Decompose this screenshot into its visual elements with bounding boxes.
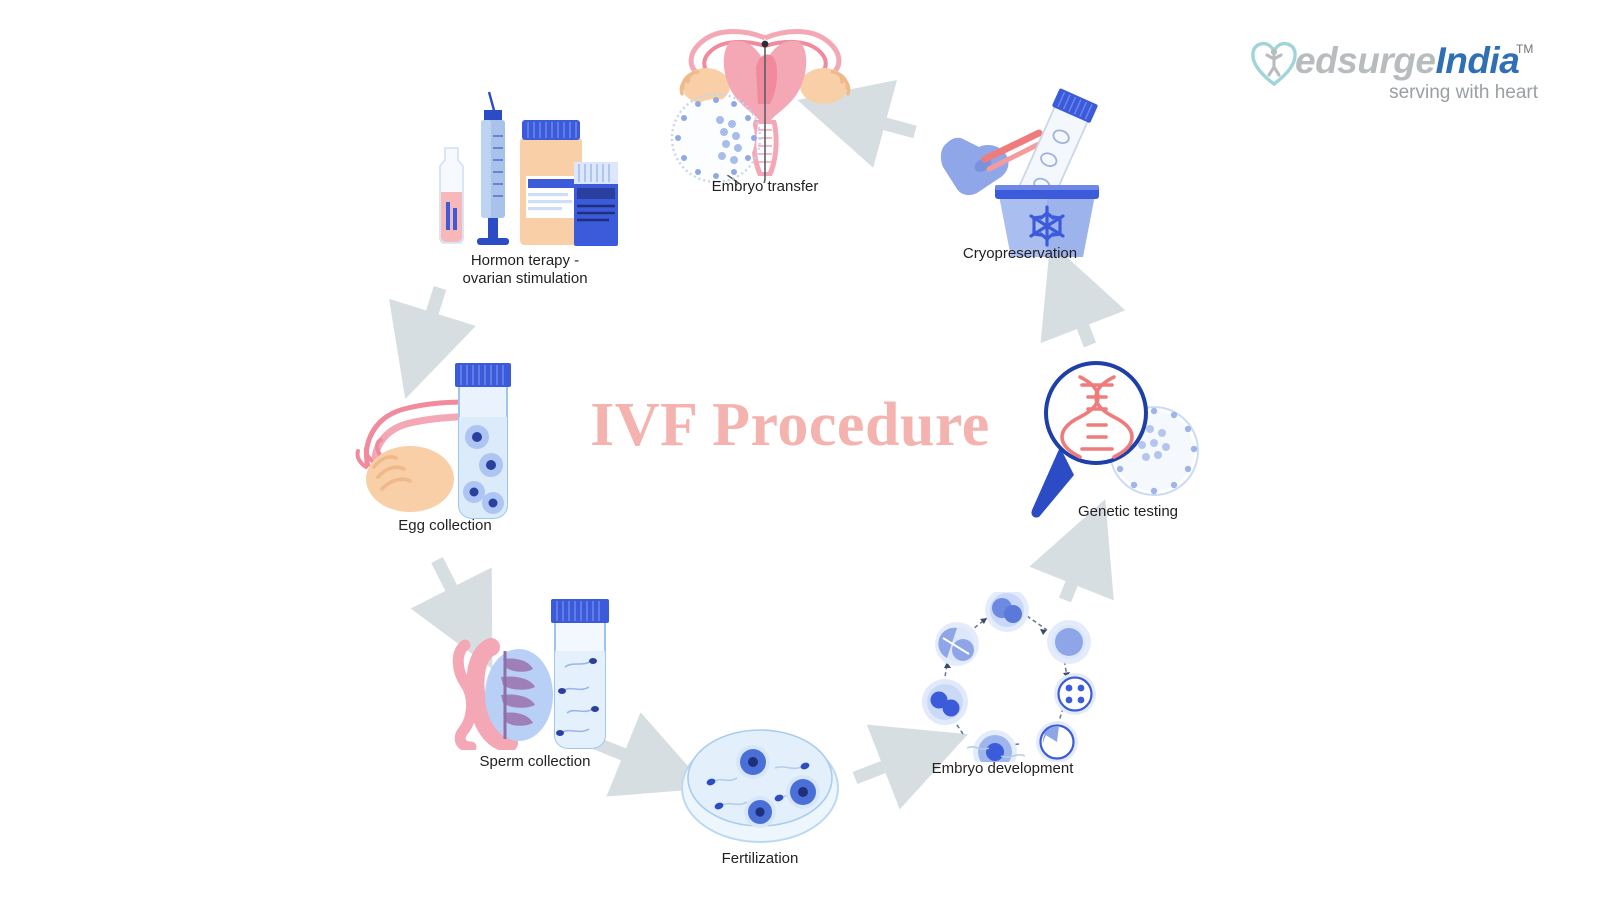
stage-embryo-transfer[interactable]: Embryo transfer <box>650 8 880 208</box>
label-egg-collection: Egg collection <box>398 517 492 534</box>
arrow-egg-to-sperm <box>410 557 493 670</box>
logo-text-edsurge: edsurge <box>1295 40 1436 81</box>
logo-text-india: India <box>1435 40 1520 81</box>
stage-embryo-development[interactable]: Embryo development <box>895 592 1110 792</box>
label-embryo-transfer: Embryo transfer <box>711 178 819 195</box>
ovary-tube-icon <box>355 363 511 519</box>
arrow-embryo-to-genetic <box>1029 499 1114 603</box>
label-fertilization: Fertilization <box>721 850 799 867</box>
cell-division-icon <box>922 592 1096 762</box>
label-sperm-collection: Sperm collection <box>479 753 591 770</box>
testis-tube-icon <box>452 599 609 750</box>
stage-cryopreservation[interactable]: Cryopreservation <box>905 85 1135 280</box>
uterus-catheter-icon <box>670 29 851 183</box>
syringe-medication-icon <box>439 91 618 246</box>
cryo-tank-icon <box>940 88 1099 257</box>
brand-logo: edsurgeIndia TM serving with heart <box>1248 34 1548 124</box>
stage-sperm-collection[interactable]: Sperm collection <box>425 595 645 785</box>
stage-egg-collection[interactable]: Egg collection <box>330 355 560 550</box>
label-cryopreservation: Cryopreservation <box>962 245 1078 262</box>
arrow-hormone-to-egg <box>388 286 476 400</box>
stage-fertilization[interactable]: Fertilization <box>650 720 870 885</box>
logo-tagline: serving with heart <box>1389 82 1538 103</box>
label-genetic-testing: Genetic testing <box>1077 503 1179 520</box>
petri-dish-icon <box>681 729 839 843</box>
arrow-fertilization-to-embryo <box>852 724 969 810</box>
stage-genetic-testing[interactable]: Genetic testing <box>1000 355 1220 535</box>
arrow-cryo-to-transfer <box>797 79 917 168</box>
label-hormone-therapy: Hormon terapy - ovarian stimulation <box>462 252 588 288</box>
dna-magnifier-icon <box>1031 361 1199 518</box>
stage-hormone-therapy[interactable]: Hormon terapy - ovarian stimulation <box>405 80 645 295</box>
arrow-genetic-to-cryo <box>1040 241 1126 348</box>
page-title: IVF Procedure <box>590 391 990 459</box>
heart-person-icon <box>1251 41 1297 86</box>
logo-wordmark: edsurgeIndia <box>1295 40 1520 82</box>
logo-trademark: TM <box>1516 42 1534 56</box>
label-embryo-development: Embryo development <box>931 760 1074 777</box>
